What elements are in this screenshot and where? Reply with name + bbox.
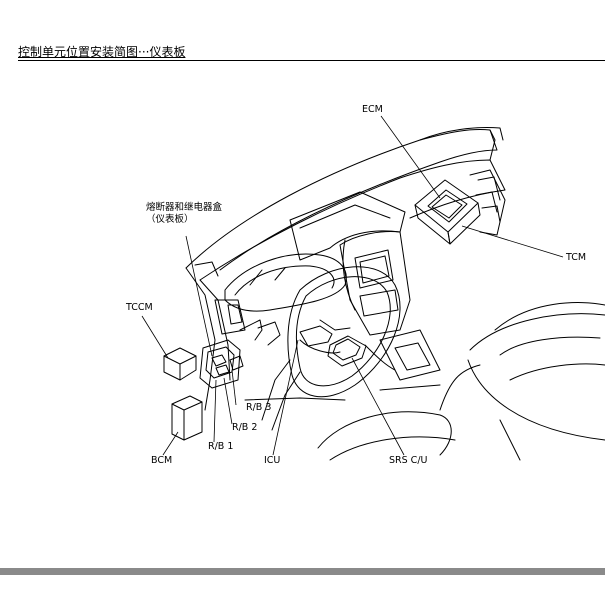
leader-ecm [380, 115, 441, 199]
steering-wheel [287, 266, 401, 398]
label-fuse-box: 熔断器和继电器盒 （仪表板） [146, 202, 222, 226]
leader-rb2 [223, 377, 233, 425]
tccm-module [163, 347, 197, 381]
center-console [379, 329, 441, 381]
fuse-relay-box [199, 339, 244, 389]
leader-icu [272, 339, 299, 456]
dash-upper-surface [199, 159, 506, 281]
center-display [354, 249, 394, 289]
label-rb3: R/B 3 [246, 402, 272, 413]
page-title: 控制单元位置安装简图···仪表板 [18, 45, 186, 59]
mid-dash-panel [289, 191, 406, 261]
label-tcm: TCM [566, 252, 587, 263]
label-fuse-box-line1: 熔断器和继电器盒 [146, 202, 223, 213]
label-rb1: R/B 1 [208, 441, 234, 452]
windshield-edge [419, 127, 504, 141]
label-fuse-box-line2: （仪表板） [146, 214, 194, 225]
leader-rb1 [213, 379, 217, 443]
instrument-cluster-hood [224, 253, 347, 312]
label-rb2: R/B 2 [232, 422, 258, 433]
right-vent-housing [469, 169, 506, 236]
seat-left [317, 411, 456, 461]
bottom-bar [0, 568, 605, 575]
leader-srs [351, 357, 405, 456]
bcm-module [171, 395, 203, 441]
left-dash-panel [185, 267, 216, 411]
label-tccm: TCCM [126, 302, 153, 313]
leader-bcm [162, 431, 179, 456]
ecm-module [414, 179, 481, 245]
steering-column [261, 359, 301, 431]
icu-connector [299, 325, 333, 347]
label-icu: ICU [264, 455, 281, 466]
title-divider [18, 60, 605, 61]
leader-fuse-box [185, 235, 213, 357]
seat-right [467, 302, 605, 441]
srs-module [327, 335, 367, 367]
label-srs: SRS C/U [389, 455, 428, 466]
label-ecm: ECM [362, 104, 383, 115]
leader-rb3 [231, 369, 237, 406]
leader-tccm [141, 315, 169, 359]
leader-tcm [461, 225, 564, 258]
label-bcm: BCM [151, 455, 173, 466]
